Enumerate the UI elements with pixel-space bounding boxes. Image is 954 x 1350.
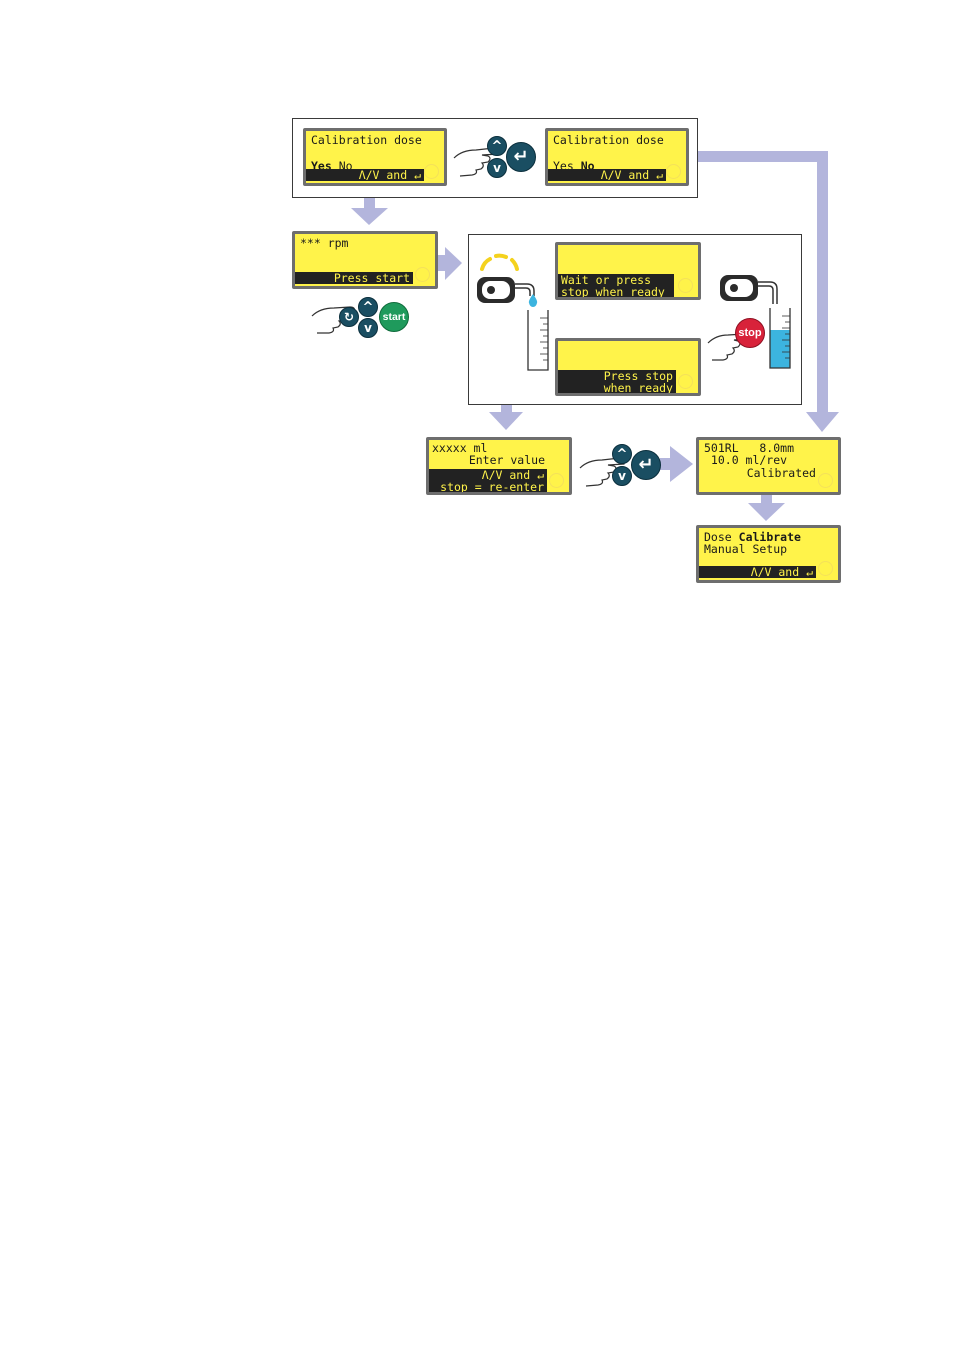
- rotate-direction-key-icon: ↻: [339, 307, 359, 327]
- lcd-press-stop: Press stop when ready: [555, 338, 701, 396]
- start-key-icon: start: [379, 302, 409, 332]
- menu-dose: Dose: [704, 530, 732, 544]
- pump-head-icon: [477, 253, 535, 303]
- fluid-drop-icon: [528, 294, 538, 307]
- down-arrow-key-icon: v: [358, 318, 378, 338]
- pump-head-icon: [720, 275, 778, 304]
- re-enter-hint-bar: stop = re-enter: [429, 481, 547, 492]
- enter-key-icon: ↵: [506, 142, 536, 172]
- lcd-knob-icon: [678, 374, 693, 389]
- measuring-cylinder-icon: [769, 308, 791, 369]
- enter-key-icon: ↵: [631, 450, 661, 480]
- wait-bar-line1: Wait or press: [558, 274, 674, 287]
- up-arrow-key-icon: ^: [358, 297, 378, 317]
- lcd-knob-icon: [678, 278, 693, 293]
- lcd-knob-icon: [818, 561, 833, 576]
- menu-manual-setup: Manual Setup: [704, 542, 788, 556]
- measuring-cylinder-icon: [527, 310, 549, 371]
- lcd-calibrated-result: 501RL 8.0mm 10.0 ml/rev Calibrated: [696, 437, 841, 495]
- lcd-knob-icon: [424, 164, 439, 179]
- nav-hint-bar: Λ/V and ↵: [699, 565, 816, 578]
- down-arrow-key-icon: v: [487, 158, 507, 178]
- up-arrow-key-icon: ^: [487, 136, 507, 156]
- nav-hint-bar: Λ/V and ↵: [548, 168, 666, 181]
- press-start-bar: Press start: [295, 271, 413, 284]
- press-stop-line1: Press stop: [558, 370, 676, 383]
- nav-hint-bar: Λ/V and ↵: [429, 469, 547, 482]
- lcd-wait-or-press: Wait or press stop when ready: [555, 242, 701, 300]
- lcd-calibration-yes: Calibration dose Yes No Λ/V and ↵: [303, 128, 447, 186]
- lcd-rpm: *** rpm Press start: [292, 231, 438, 289]
- lcd-knob-icon: [415, 267, 430, 282]
- down-arrow-key-icon: v: [612, 466, 632, 486]
- stop-key-icon: stop: [735, 318, 765, 348]
- press-stop-line2: when ready: [558, 382, 676, 393]
- lcd-knob-icon: [549, 473, 564, 488]
- lcd-knob-icon: [666, 164, 681, 179]
- wait-bar-line2: stop when ready: [558, 286, 674, 297]
- lcd-knob-icon: [818, 473, 833, 488]
- up-arrow-key-icon: ^: [612, 444, 632, 464]
- lcd-calibration-no: Calibration dose Yes No Λ/V and ↵: [545, 128, 689, 186]
- pointing-hand-icon: [453, 147, 500, 177]
- lcd-main-menu: Dose Calibrate Manual Setup Λ/V and ↵: [696, 525, 841, 583]
- menu-calibrate-selected: Calibrate: [738, 530, 801, 544]
- lcd-enter-value: xxxxx ml Enter value Λ/V and ↵ stop = re…: [426, 437, 572, 495]
- nav-hint-bar: Λ/V and ↵: [306, 168, 424, 181]
